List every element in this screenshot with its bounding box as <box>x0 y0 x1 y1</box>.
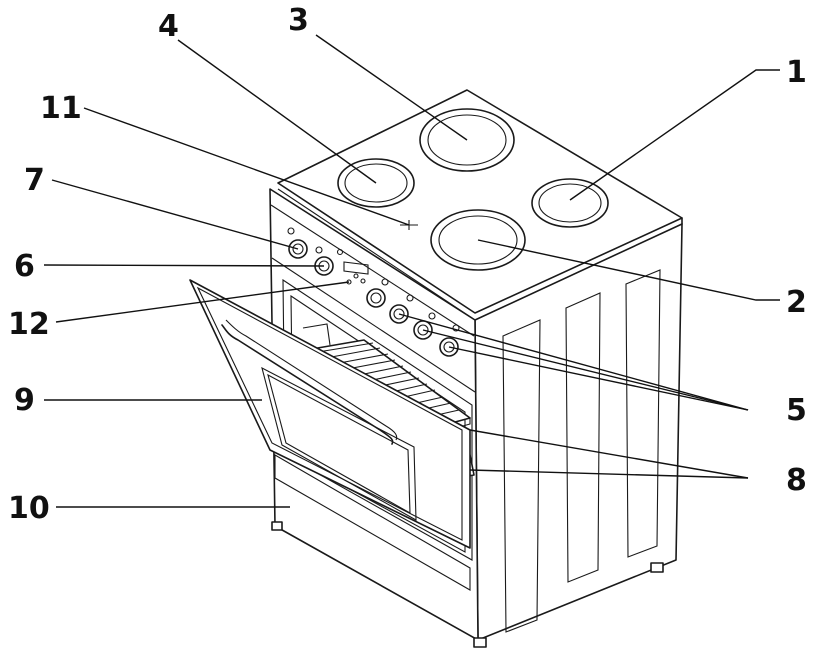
door-window <box>261 366 417 521</box>
storage-drawer <box>274 454 471 591</box>
side-strip-3 <box>625 269 661 558</box>
callout-11: 11 <box>40 91 82 126</box>
leader-8b <box>469 469 749 479</box>
door-handle <box>221 324 394 445</box>
callout-10: 10 <box>8 491 50 526</box>
leader-8a <box>469 429 749 479</box>
callout-5: 5 <box>786 393 807 428</box>
leader-1 <box>569 69 780 201</box>
leader-3 <box>315 34 468 141</box>
knob-5a <box>366 278 389 308</box>
control-panel-lower-edge <box>271 257 476 393</box>
callout-9: 9 <box>14 383 35 418</box>
foot-right <box>650 562 664 573</box>
foot-left <box>271 521 283 531</box>
callout-4: 4 <box>158 9 179 44</box>
callout-3: 3 <box>288 3 309 38</box>
callout-6: 6 <box>14 249 35 284</box>
control-panel-upper-edge <box>270 204 475 337</box>
callout-7: 7 <box>24 163 45 198</box>
leader-2 <box>477 239 780 301</box>
leader-lines <box>43 34 780 508</box>
leader-5c <box>448 346 749 411</box>
leader-4 <box>177 39 377 184</box>
callout-2: 2 <box>786 285 807 320</box>
callout-12: 12 <box>8 307 50 342</box>
callout-8: 8 <box>786 463 807 498</box>
leader-12 <box>55 281 350 323</box>
leader-7 <box>51 179 299 250</box>
foot-front <box>473 637 487 648</box>
callout-1: 1 <box>786 55 807 90</box>
oven-door <box>189 279 471 549</box>
side-strip-1 <box>502 319 541 633</box>
leader-6 <box>43 264 325 267</box>
leader-11 <box>83 107 410 226</box>
callout-numbers: 1 2 3 4 5 6 7 8 9 10 11 12 <box>8 3 807 526</box>
leader-5a <box>398 313 749 411</box>
leader-5b <box>422 329 749 411</box>
indicator-display <box>336 248 369 285</box>
hotplate-1 <box>531 178 609 228</box>
side-strip-2 <box>565 292 601 583</box>
